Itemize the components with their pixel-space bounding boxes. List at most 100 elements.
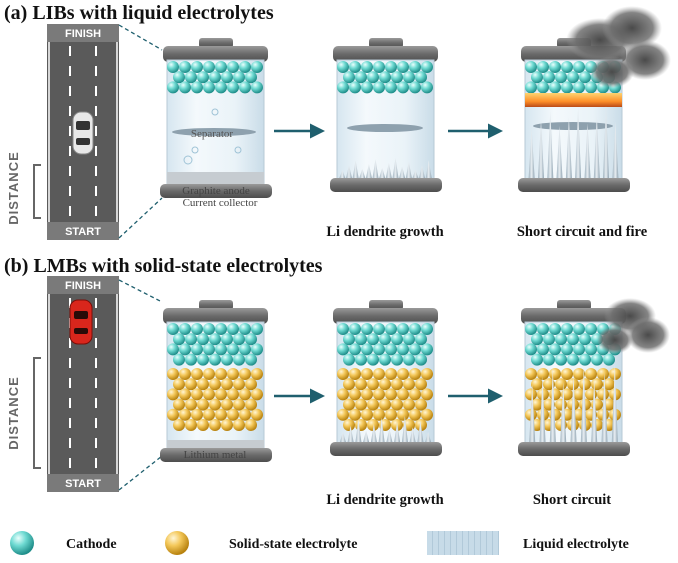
particle	[185, 378, 197, 391]
dendrite-spike	[363, 430, 370, 442]
particle	[337, 323, 349, 335]
particle	[251, 343, 263, 356]
fire-icon	[525, 93, 622, 107]
dendrite-spike	[394, 422, 401, 442]
particle	[251, 368, 263, 380]
particle	[379, 333, 391, 346]
particle	[361, 61, 373, 73]
particle	[397, 323, 409, 335]
dendrite-spike	[612, 121, 619, 178]
particle	[361, 368, 373, 380]
separator-label: Separator	[191, 128, 233, 140]
particle	[227, 61, 239, 73]
particle	[567, 71, 579, 84]
distance-bracket-a: DISTANCE	[6, 151, 41, 225]
particle	[403, 378, 415, 391]
particle	[555, 398, 567, 411]
dendrite-spike	[365, 164, 372, 178]
graphite-anode-label: Graphite anode	[182, 185, 250, 197]
particle	[373, 81, 385, 94]
dendrite-spike	[372, 159, 379, 178]
particle	[367, 71, 379, 84]
dendrite-spike	[593, 114, 600, 178]
particle	[221, 419, 233, 431]
particle	[525, 323, 537, 335]
particle	[355, 419, 367, 431]
particle	[573, 343, 585, 356]
dendrite-spike	[409, 427, 416, 442]
particle	[579, 353, 591, 366]
particle	[343, 398, 355, 411]
particle	[561, 81, 573, 94]
particle	[561, 368, 573, 380]
dendrite-spike	[425, 160, 432, 178]
particle	[215, 323, 227, 335]
particle	[397, 388, 409, 401]
road-b-finish: FINISH	[65, 280, 101, 292]
particle	[543, 378, 555, 391]
panel-b-title: (b) LMBs with solid-state electrolytes	[4, 255, 323, 277]
particle	[191, 81, 203, 94]
particle	[373, 368, 385, 380]
particle	[525, 81, 537, 94]
road-a: FINISH START	[47, 24, 119, 240]
particle	[337, 408, 349, 421]
cell-b-dendrite	[330, 300, 442, 456]
particle	[397, 81, 409, 94]
particle	[361, 408, 373, 421]
particle	[337, 61, 349, 73]
particle	[215, 368, 227, 380]
particle	[197, 378, 209, 391]
particle	[233, 378, 245, 391]
particle	[227, 408, 239, 421]
particle	[549, 61, 561, 73]
particle	[585, 388, 597, 401]
particle	[349, 61, 361, 73]
particle	[367, 398, 379, 411]
particle	[573, 81, 585, 94]
particle	[185, 398, 197, 411]
particle	[197, 71, 209, 84]
particle	[343, 419, 355, 431]
distance-label-a: DISTANCE	[6, 151, 21, 224]
particle	[361, 343, 373, 356]
particle	[409, 408, 421, 421]
particle	[239, 368, 251, 380]
particle	[191, 408, 203, 421]
particle	[421, 343, 433, 356]
particle	[391, 378, 403, 391]
particle	[361, 81, 373, 94]
particle	[337, 81, 349, 94]
particle	[239, 343, 251, 356]
particle	[415, 398, 427, 411]
particle	[567, 353, 579, 366]
particle	[385, 81, 397, 94]
particle	[573, 61, 585, 73]
smoke-icon	[566, 6, 671, 88]
particle	[355, 333, 367, 346]
particle	[337, 343, 349, 356]
particle	[597, 368, 609, 380]
particle	[421, 323, 433, 335]
particle	[531, 71, 543, 84]
particle	[561, 61, 573, 73]
particle	[209, 353, 221, 366]
particle	[537, 323, 549, 335]
particle	[233, 398, 245, 411]
particle	[579, 333, 591, 346]
dendrite-spike	[339, 432, 346, 442]
particle	[573, 368, 585, 380]
particle	[373, 61, 385, 73]
particle	[343, 353, 355, 366]
caption-b-dendrite: Li dendrite growth	[326, 492, 443, 508]
particle	[245, 333, 257, 346]
particle	[227, 323, 239, 335]
particle	[349, 368, 361, 380]
particle	[179, 408, 191, 421]
dendrite-spike	[401, 416, 408, 442]
particle	[239, 323, 251, 335]
panel-a-title: (a) LIBs with liquid electrolytes	[4, 2, 274, 24]
road-a-finish: FINISH	[65, 28, 101, 40]
particle	[215, 408, 227, 421]
particle	[415, 333, 427, 346]
